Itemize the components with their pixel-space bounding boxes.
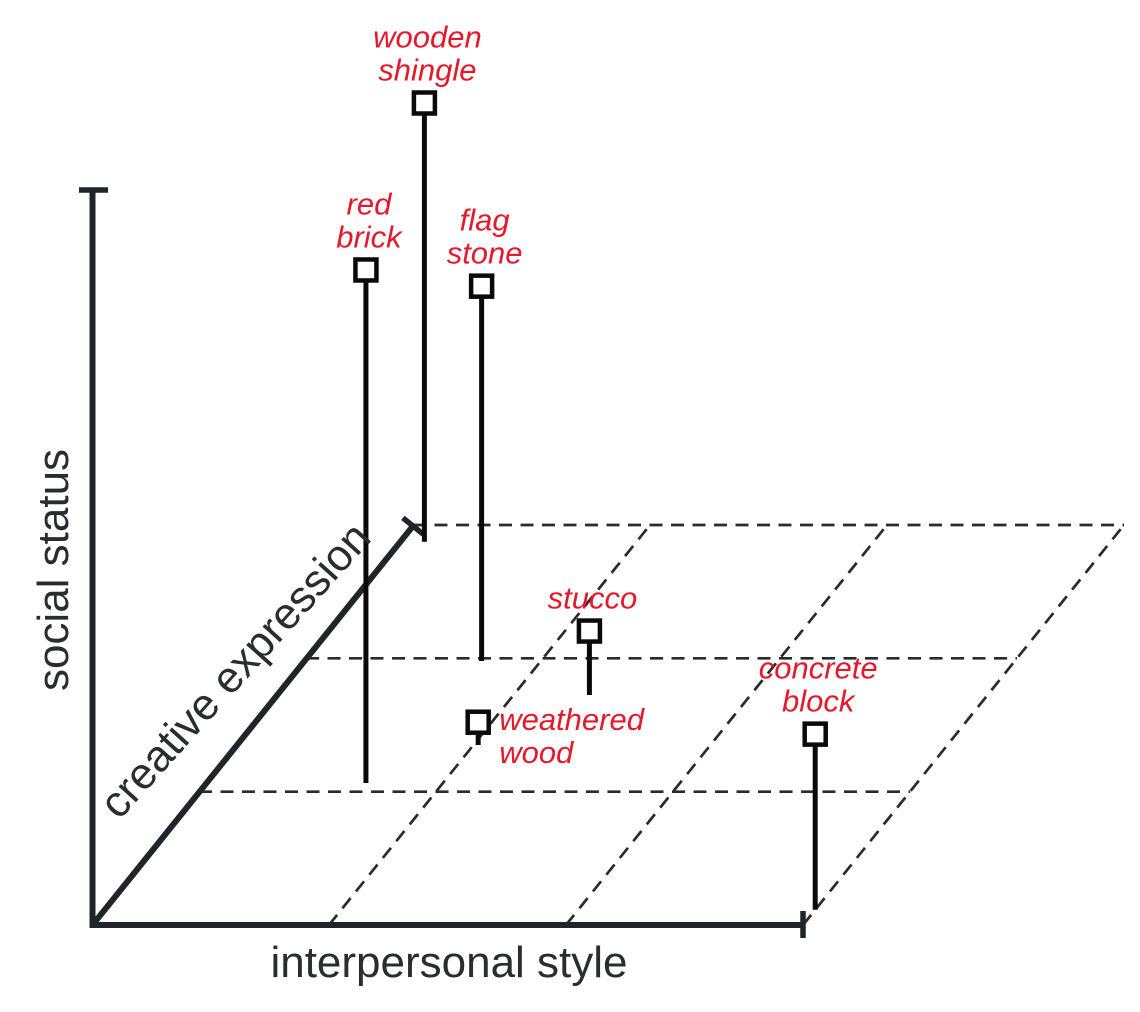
label-wooden-shingle: shingle <box>378 53 476 88</box>
marker-wooden-shingle <box>411 90 438 116</box>
marker-flag-stone <box>468 273 495 299</box>
label-concrete-block: concrete <box>759 651 878 686</box>
marker-concrete-block <box>802 721 828 747</box>
z-axis-label: creative expression <box>90 513 380 827</box>
label-concrete-block: block <box>782 684 856 719</box>
z-axis-end-tick <box>401 515 425 537</box>
marker-weathered-wood <box>465 709 491 735</box>
label-weathered-wood: wood <box>499 735 575 770</box>
x-axis-label: interpersonal style <box>270 938 627 987</box>
grid-line-across-3 <box>801 524 1126 926</box>
label-wooden-shingle: wooden <box>373 20 482 55</box>
label-stucco: stucco <box>548 581 638 616</box>
marker-stucco <box>576 618 603 644</box>
label-red-brick: red <box>347 186 394 221</box>
label-weathered-wood: weathered <box>499 702 646 737</box>
axes <box>79 187 806 938</box>
label-flag-stone: stone <box>447 236 523 271</box>
marker-red-brick <box>353 257 379 283</box>
z-axis-line <box>90 524 416 927</box>
label-red-brick: brick <box>336 219 403 254</box>
floor-grid <box>199 523 1126 926</box>
y-axis-label: social status <box>29 449 78 691</box>
label-flag-stone: flag <box>460 203 510 238</box>
